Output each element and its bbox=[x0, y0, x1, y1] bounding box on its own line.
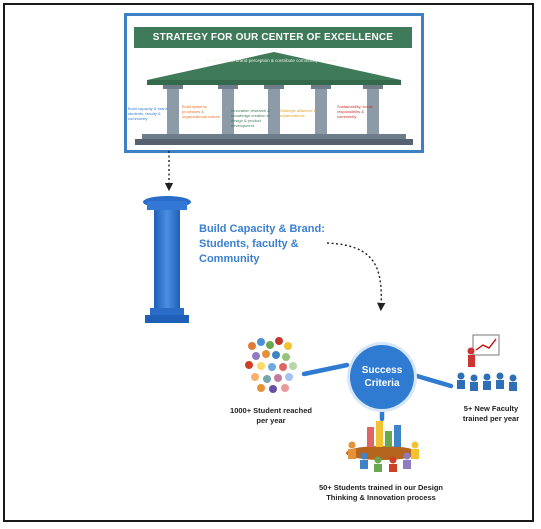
design-thinking-caption: 50+ Students trained in our Design Think… bbox=[319, 483, 443, 502]
pillar-2 bbox=[222, 86, 234, 134]
faculty-trained-caption: 5+ New Faculty trained per year bbox=[462, 404, 520, 423]
pillar-note-5: Sustainability, social responsibility & … bbox=[337, 104, 373, 119]
success-criteria-label: Success Criteria bbox=[361, 365, 403, 389]
success-criteria-circle: Success Criteria bbox=[350, 345, 414, 409]
strategy-card: STRATEGY FOR OUR CENTER OF EXCELLENCE bbox=[124, 13, 424, 153]
pillar-3 bbox=[268, 86, 280, 134]
pillar-note-2: Build systems, processes & organizationa… bbox=[182, 104, 221, 119]
pillar-note-4: Strategic alliances & collaborations bbox=[280, 108, 317, 118]
strategy-title: STRATEGY FOR OUR CENTER OF EXCELLENCE bbox=[134, 27, 412, 48]
connector-faculty bbox=[414, 373, 454, 389]
temple-illustration bbox=[135, 52, 413, 145]
roof-text: Goal: improve brand perception & contrib… bbox=[206, 58, 338, 63]
pillar-5 bbox=[367, 86, 379, 134]
design-thinking-illustration bbox=[346, 421, 419, 472]
connector-students bbox=[301, 362, 350, 377]
pillar-1 bbox=[167, 86, 179, 134]
diagram-frame: STRATEGY FOR OUR CENTER OF EXCELLENCE bbox=[3, 3, 534, 522]
student-crowd-illustration bbox=[245, 337, 297, 393]
pillar-note-1: Build capacity & brand: students, facult… bbox=[128, 106, 169, 121]
pillar-4 bbox=[315, 86, 327, 134]
capacity-pillar bbox=[143, 196, 191, 323]
diagram-graphics bbox=[143, 151, 517, 472]
faculty-training-illustration bbox=[457, 334, 517, 391]
temple-base bbox=[142, 134, 406, 139]
pillar-note-3: Innovation research & knowledge creation… bbox=[231, 108, 270, 128]
students-reached-caption: 1000+ Student reached per year bbox=[230, 406, 312, 425]
temple-roof bbox=[147, 52, 401, 80]
dotted-arrow-to-success bbox=[326, 242, 386, 312]
build-capacity-label: Build Capacity & Brand: Students, facult… bbox=[199, 223, 325, 265]
